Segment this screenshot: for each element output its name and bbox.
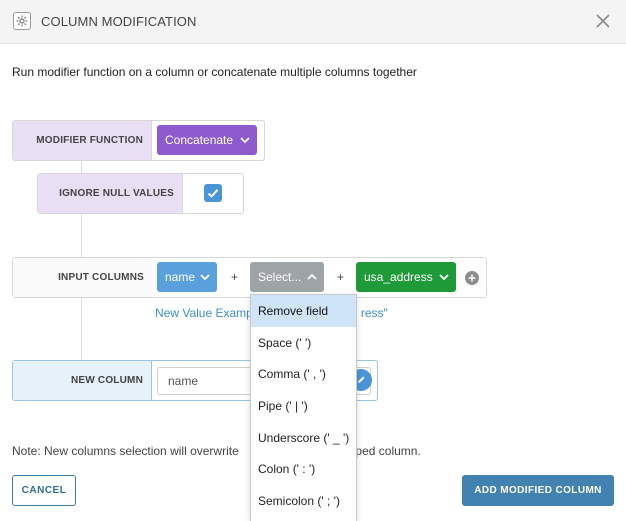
input-column-value: name [165,270,196,284]
menu-option-colon[interactable]: Colon (' : ') [258,462,316,477]
concat-plus: + [231,270,239,284]
dialog-title: COLUMN MODIFICATION [41,14,197,29]
input-column-value: Select... [258,270,302,284]
separator-dropdown-menu: Remove field Space (' ') Comma (' , ') P… [250,294,357,521]
concat-plus: + [337,270,345,284]
add-modified-column-button[interactable]: ADD MODIFIED COLUMN [462,475,614,506]
menu-option-space[interactable]: Space (' ') [258,335,312,350]
chevron-up-icon [307,271,317,285]
menu-option-pipe[interactable]: Pipe (' | ') [258,398,308,413]
tree-connector [81,298,82,361]
chevron-down-icon [200,271,210,285]
close-icon[interactable] [594,12,612,30]
input-columns-row: INPUT COLUMNS name + Select... + usa_add… [12,257,487,298]
ignore-null-label: IGNORE NULL VALUES [38,174,183,213]
ignore-null-row: IGNORE NULL VALUES [37,173,244,214]
input-column-dropdown-address[interactable]: usa_address [356,262,456,292]
menu-option-underscore[interactable]: Underscore (' _ ') [258,430,350,445]
gear-icon [13,12,31,30]
add-circle-icon[interactable] [465,271,479,285]
modifier-function-row: MODIFIER FUNCTION Concatenate [12,120,265,161]
modifier-function-value: Concatenate [165,133,234,147]
input-columns-label: INPUT COLUMNS [13,258,152,297]
dialog-header: COLUMN MODIFICATION [0,0,626,44]
new-column-label: NEW COLUMN [13,361,152,400]
input-column-dropdown-select[interactable]: Select... [250,262,324,292]
cancel-button[interactable]: CANCEL [12,475,76,506]
check-icon [207,189,219,198]
menu-option-comma[interactable]: Comma (' , ') [258,367,326,382]
ignore-null-checkbox[interactable] [204,184,222,202]
chevron-down-icon [240,134,250,148]
tree-connector [81,213,82,258]
input-column-dropdown-name[interactable]: name [157,262,217,292]
tree-connector [81,160,82,174]
dialog-description: Run modifier function on a column or con… [12,65,417,79]
overwrite-note: Note: New columns selection will overwri… [12,444,421,458]
chevron-down-icon [439,271,449,285]
modifier-function-label: MODIFIER FUNCTION [13,121,152,160]
modifier-function-dropdown[interactable]: Concatenate [157,125,257,155]
menu-option-remove-field[interactable]: Remove field [251,295,356,327]
input-column-value: usa_address [364,270,433,284]
menu-option-semicolon[interactable]: Semicolon (' ; ') [258,493,340,508]
